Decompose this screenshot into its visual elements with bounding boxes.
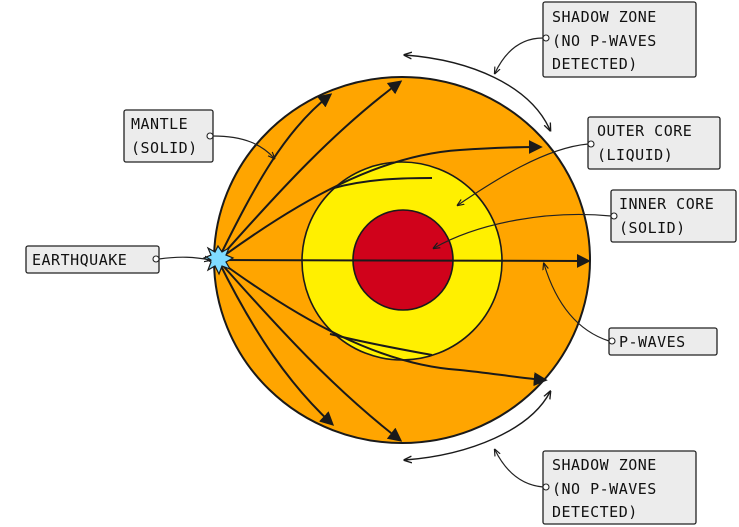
p-wave-ray xyxy=(217,259,548,387)
earthquake-label-line-1: EARTHQUAKE xyxy=(32,251,127,269)
svg-text:(SOLID): (SOLID) xyxy=(619,219,686,237)
outer-core-label: OUTER CORE (LIQUID) xyxy=(587,116,721,170)
mantle-label-line-2: (SOLID) xyxy=(131,139,198,157)
p-wave-ray xyxy=(217,259,403,442)
shadow-zone-bottom-label: SHADOW ZONE (NO P-WAVES DETECTED) xyxy=(542,450,697,525)
refracted-ray xyxy=(333,177,433,189)
p-waves-line-1: P-WAVES xyxy=(619,333,686,351)
svg-text:(NO P-WAVES: (NO P-WAVES xyxy=(552,32,657,50)
shadow-zone-bottom-leader xyxy=(495,450,544,488)
p-wave-ray xyxy=(217,253,591,268)
p-wave-ray xyxy=(217,80,403,261)
leader-lines xyxy=(158,37,612,488)
shadow-zone-top-label: SHADOW ZONE (NO P-WAVES DETECTED) xyxy=(542,1,697,78)
shadow-zone-bottom-bracket xyxy=(405,392,550,460)
p-waves-leader xyxy=(544,264,610,342)
shadow-zone-bottom-line-1: SHADOW ZONE xyxy=(552,456,657,474)
earthquake-label: EARTHQUAKE xyxy=(25,245,160,274)
shadow-zone-top-line-2: (NO P-WAVES xyxy=(552,32,657,50)
p-wave-ray xyxy=(217,93,333,261)
shadow-zone-top-leader xyxy=(495,37,544,73)
outer-core-leader xyxy=(458,143,589,205)
mantle-label-line-1: MANTLE xyxy=(131,115,188,133)
svg-text:EARTHQUAKE: EARTHQUAKE xyxy=(32,251,127,269)
shadow-zone-top-line-1: SHADOW ZONE xyxy=(552,8,657,26)
svg-text:DETECTED): DETECTED) xyxy=(552,503,638,521)
inner-core-leader xyxy=(434,213,612,248)
p-wave-ray xyxy=(217,140,543,261)
shadow-zone-bottom-line-2: (NO P-WAVES xyxy=(552,480,657,498)
p-waves-label: P-WAVES xyxy=(608,327,718,356)
svg-text:SHADOW ZONE: SHADOW ZONE xyxy=(552,456,657,474)
outer-core-line-1: OUTER CORE xyxy=(597,122,692,140)
svg-text:(NO P-WAVES: (NO P-WAVES xyxy=(552,480,657,498)
inner-core-line-1: INNER CORE xyxy=(619,195,714,213)
earthquake-star-icon xyxy=(202,244,235,276)
mantle-leader xyxy=(212,135,274,158)
shadow-zone-bottom-line-3: DETECTED) xyxy=(552,503,638,521)
refracted-ray xyxy=(329,333,433,356)
svg-text:DETECTED): DETECTED) xyxy=(552,55,638,73)
outer-core-line-2: (LIQUID) xyxy=(597,146,673,164)
inner-core-line-2: (SOLID) xyxy=(619,219,686,237)
mantle-label: MANTLE (SOLID) xyxy=(123,109,214,163)
svg-text:SHADOW ZONE: SHADOW ZONE xyxy=(552,8,657,26)
inner-core-label: INNER CORE (SOLID) xyxy=(610,189,737,243)
svg-text:INNER CORE: INNER CORE xyxy=(619,195,714,213)
svg-text:(LIQUID): (LIQUID) xyxy=(597,146,673,164)
svg-text:(SOLID): (SOLID) xyxy=(131,139,198,157)
p-wave-ray xyxy=(217,259,335,426)
svg-text:P-WAVES: P-WAVES xyxy=(619,333,686,351)
earthquake-leader xyxy=(158,257,210,260)
p-wave-rays xyxy=(217,80,591,442)
svg-text:OUTER CORE: OUTER CORE xyxy=(597,122,692,140)
shadow-zone-top-bracket xyxy=(405,55,550,130)
svg-text:MANTLE: MANTLE xyxy=(131,115,188,133)
shadow-zone-top-line-3: DETECTED) xyxy=(552,55,638,73)
